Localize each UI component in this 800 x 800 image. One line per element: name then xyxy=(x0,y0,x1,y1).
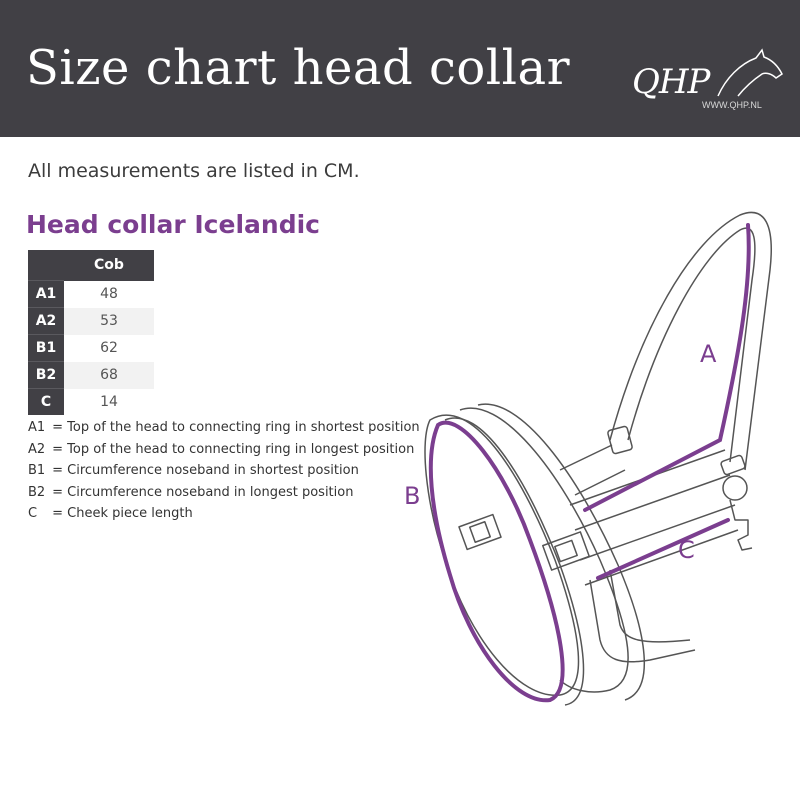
head-collar-diagram: A B C xyxy=(404,211,772,706)
row-value: 14 xyxy=(100,393,118,410)
row-label: B1 xyxy=(28,334,64,362)
measure-line-a xyxy=(583,223,751,512)
table-corner-cell xyxy=(28,250,64,281)
legend-text: = Top of the head to connecting ring in … xyxy=(52,441,415,457)
measurement-lines xyxy=(428,223,751,703)
logo-url: WWW.QHP.NL xyxy=(702,100,762,110)
row-value: 68 xyxy=(64,361,154,389)
header-bar: Size chart head collar QHP WWW.QHP.NL xyxy=(0,0,800,137)
qhp-logo: QHP WWW.QHP.NL xyxy=(628,48,788,118)
row-value: 62 xyxy=(100,340,118,356)
row-label: A1 xyxy=(28,280,64,308)
legend-text: = Circumference noseband in shortest pos… xyxy=(52,463,359,478)
legend-code: C xyxy=(28,506,38,521)
legend-code: A2 xyxy=(28,441,46,457)
label-c: C xyxy=(678,536,695,564)
row-label: C xyxy=(28,388,64,415)
size-table: Cob A1 48 A2 53 B1 62 B2 68 C 14 xyxy=(28,250,154,415)
table-row: A2 53 xyxy=(28,307,154,335)
legend-item: B1 = Circumference noseband in shortest … xyxy=(28,460,420,482)
column-header-cob: Cob xyxy=(64,250,154,281)
legend-item: C = Cheek piece length xyxy=(28,503,420,525)
table-header-row: Cob xyxy=(28,250,154,281)
row-label: A2 xyxy=(28,307,64,335)
table-row: B2 68 xyxy=(28,361,154,389)
measure-line-c xyxy=(596,518,730,580)
row-value: 48 xyxy=(100,286,118,302)
legend-item: B2 = Circumference noseband in longest p… xyxy=(28,482,420,504)
table-row: C 14 xyxy=(28,388,154,415)
row-label: B2 xyxy=(28,361,64,389)
legend-code: B2 xyxy=(28,484,46,500)
row-value: 53 xyxy=(64,307,154,335)
legend-list: A1 = Top of the head to connecting ring … xyxy=(28,417,420,525)
legend-text: = Cheek piece length xyxy=(52,506,193,521)
horse-head-icon xyxy=(717,48,783,97)
halter-outline xyxy=(424,211,772,706)
legend-code: A1 xyxy=(28,420,46,435)
measure-line-b xyxy=(428,420,565,703)
legend-item: A2 = Top of the head to connecting ring … xyxy=(28,439,420,461)
legend-code: B1 xyxy=(28,463,46,478)
page-title: Size chart head collar xyxy=(26,40,571,96)
legend-text: = Circumference noseband in longest posi… xyxy=(52,484,354,500)
logo-text: QHP xyxy=(632,62,710,102)
label-b: B xyxy=(404,482,420,510)
measurement-note: All measurements are listed in CM. xyxy=(28,160,360,182)
label-a: A xyxy=(700,340,717,368)
legend-item: A1 = Top of the head to connecting ring … xyxy=(28,417,420,439)
table-row: A1 48 xyxy=(28,280,154,308)
table-row: B1 62 xyxy=(28,334,154,362)
section-title: Head collar Icelandic xyxy=(26,210,320,239)
legend-text: = Top of the head to connecting ring in … xyxy=(52,420,420,435)
